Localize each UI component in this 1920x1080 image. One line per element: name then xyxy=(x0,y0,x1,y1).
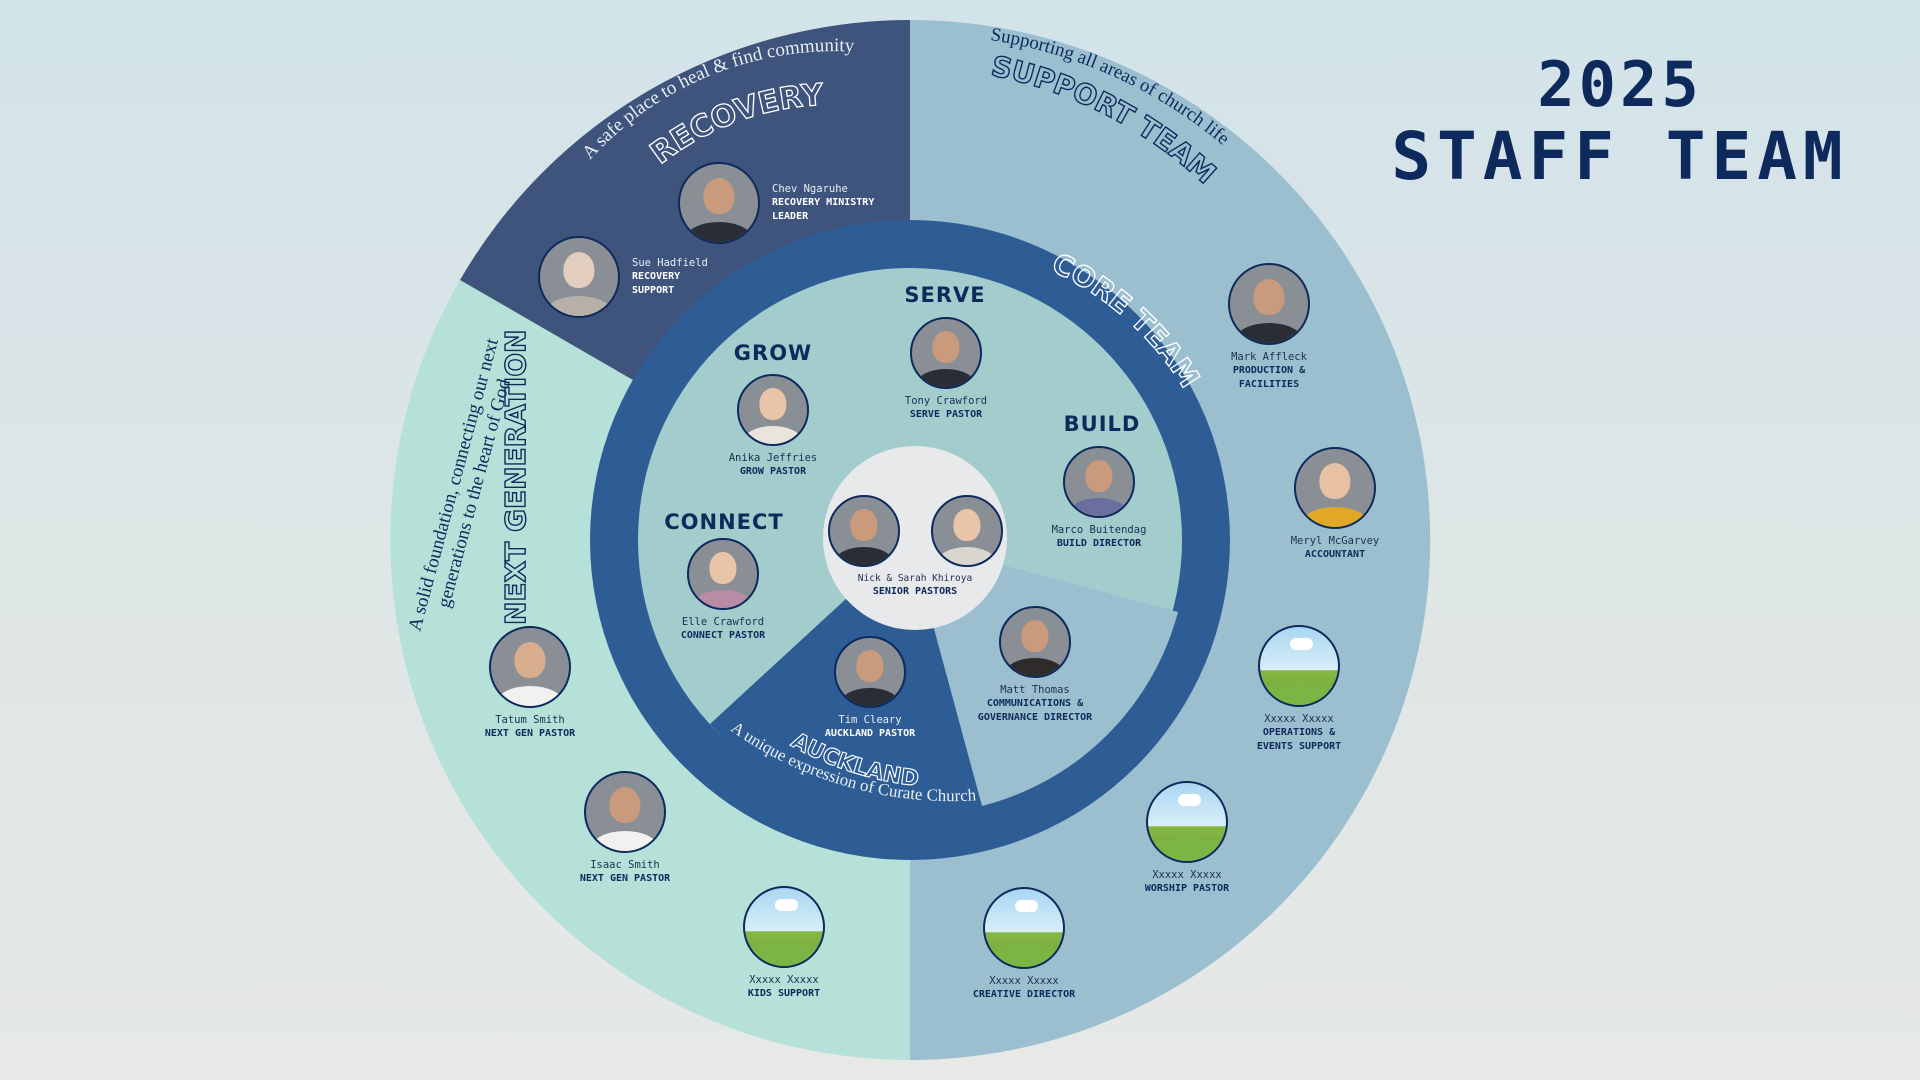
person-role: RECOVERY xyxy=(632,271,681,282)
person-name: Xxxxx Xxxxx xyxy=(989,975,1059,987)
avatar xyxy=(1294,447,1376,529)
person-anika-jeffries: Anika Jeffries GROW PASTOR xyxy=(688,374,858,478)
person-name: Xxxxx Xxxxx xyxy=(749,974,819,986)
person-role: KIDS SUPPORT xyxy=(747,988,821,999)
person-chev-ngaruhe: Chev Ngaruhe RECOVERY MINISTRY LEADER xyxy=(678,162,874,244)
person-role: NEXT GEN PASTOR xyxy=(484,728,576,739)
placeholder-avatar xyxy=(743,886,825,968)
person-tony-crawford: Tony Crawford SERVE PASTOR xyxy=(861,317,1031,421)
person-role: GROW PASTOR xyxy=(739,466,807,477)
person-role: COMMUNICATIONS & xyxy=(986,698,1084,709)
person-role: LEADER xyxy=(772,211,809,222)
senior-pastors-circle xyxy=(823,446,1007,630)
avatar xyxy=(1063,446,1135,518)
avatar xyxy=(930,495,1003,567)
person-name: Xxxxx Xxxxx xyxy=(1152,869,1222,881)
person-name: Sue Hadfield xyxy=(632,257,708,269)
person-role: SUPPORT xyxy=(632,285,675,296)
person-isaac-smith: Isaac Smith NEXT GEN PASTOR xyxy=(540,771,710,885)
person-sue-hadfield: Sue Hadfield RECOVERY SUPPORT xyxy=(538,236,708,318)
person-tatum-smith: Tatum Smith NEXT GEN PASTOR xyxy=(445,626,615,740)
person-role: RECOVERY MINISTRY xyxy=(772,197,875,208)
person-matt-thomas: Matt Thomas COMMUNICATIONS & GOVERNANCE … xyxy=(950,606,1120,724)
serve-label: SERVE xyxy=(904,283,986,307)
person-name: Xxxxx Xxxxx xyxy=(1264,713,1334,725)
person-name: Matt Thomas xyxy=(1000,684,1070,696)
avatar xyxy=(678,162,760,244)
title-year: 2025 xyxy=(1537,48,1703,121)
next-generation-title: NEXT GENERATION xyxy=(499,330,532,625)
person-role: WORSHIP PASTOR xyxy=(1144,883,1230,894)
person-worship-pastor: Xxxxx Xxxxx WORSHIP PASTOR xyxy=(1102,781,1272,895)
avatar xyxy=(584,771,666,853)
avatar xyxy=(737,374,809,446)
person-name: Isaac Smith xyxy=(590,859,660,871)
person-name: Anika Jeffries xyxy=(728,452,818,464)
person-mark-affleck: Mark Affleck PRODUCTION & FACILITIES xyxy=(1184,263,1354,391)
person-role: BUILD DIRECTOR xyxy=(1056,538,1142,549)
title-main: STAFF TEAM xyxy=(1391,118,1849,195)
person-name: Meryl McGarvey xyxy=(1290,535,1380,547)
avatar xyxy=(827,495,900,567)
placeholder-avatar xyxy=(983,887,1065,969)
placeholder-avatar xyxy=(1146,781,1228,863)
person-role: SERVE PASTOR xyxy=(909,409,983,420)
person-name: Tony Crawford xyxy=(904,395,988,407)
person-meryl-mcgarvey: Meryl McGarvey ACCOUNTANT xyxy=(1250,447,1420,561)
person-role: FACILITIES xyxy=(1238,379,1300,390)
person-name: Tatum Smith xyxy=(495,714,565,726)
person-role: EVENTS SUPPORT xyxy=(1256,741,1342,752)
grow-label: GROW xyxy=(733,341,813,365)
build-label: BUILD xyxy=(1063,412,1141,436)
avatar xyxy=(834,636,906,708)
person-name: Elle Crawford xyxy=(681,616,765,628)
person-role: AUCKLAND PASTOR xyxy=(824,728,916,739)
person-role: SENIOR PASTORS xyxy=(872,586,958,597)
person-role: NEXT GEN PASTOR xyxy=(579,873,671,884)
person-marco-buitendag: Marco Buitendag BUILD DIRECTOR xyxy=(1014,446,1184,550)
person-name: Nick & Sarah Khiroya xyxy=(857,573,973,584)
person-role: GOVERNANCE DIRECTOR xyxy=(977,712,1093,723)
person-name: Tim Cleary xyxy=(838,714,902,726)
person-creative-director: Xxxxx Xxxxx CREATIVE DIRECTOR xyxy=(939,887,1109,1001)
avatar xyxy=(489,626,571,708)
person-operations-events-support: Xxxxx Xxxxx OPERATIONS & EVENTS SUPPORT xyxy=(1214,625,1384,753)
person-kids-support: Xxxxx Xxxxx KIDS SUPPORT xyxy=(699,886,869,1000)
placeholder-avatar xyxy=(1258,625,1340,707)
avatar xyxy=(1228,263,1310,345)
avatar xyxy=(687,538,759,610)
avatar xyxy=(910,317,982,389)
person-name: Chev Ngaruhe xyxy=(772,183,848,195)
person-role: PRODUCTION & xyxy=(1232,365,1306,376)
avatar xyxy=(538,236,620,318)
avatar xyxy=(999,606,1071,678)
person-name: Mark Affleck xyxy=(1231,351,1307,363)
person-role: ACCOUNTANT xyxy=(1304,549,1366,560)
person-role: CREATIVE DIRECTOR xyxy=(972,989,1076,1000)
person-senior-pastors: Nick & Sarah Khiroya SENIOR PASTORS xyxy=(815,495,1015,598)
person-tim-cleary: Tim Cleary AUCKLAND PASTOR xyxy=(785,636,955,740)
person-elle-crawford: Elle Crawford CONNECT PASTOR xyxy=(638,538,808,642)
person-role: CONNECT PASTOR xyxy=(680,630,766,641)
person-role: OPERATIONS & xyxy=(1262,727,1336,738)
connect-label: CONNECT xyxy=(664,510,784,534)
person-name: Marco Buitendag xyxy=(1051,524,1147,536)
